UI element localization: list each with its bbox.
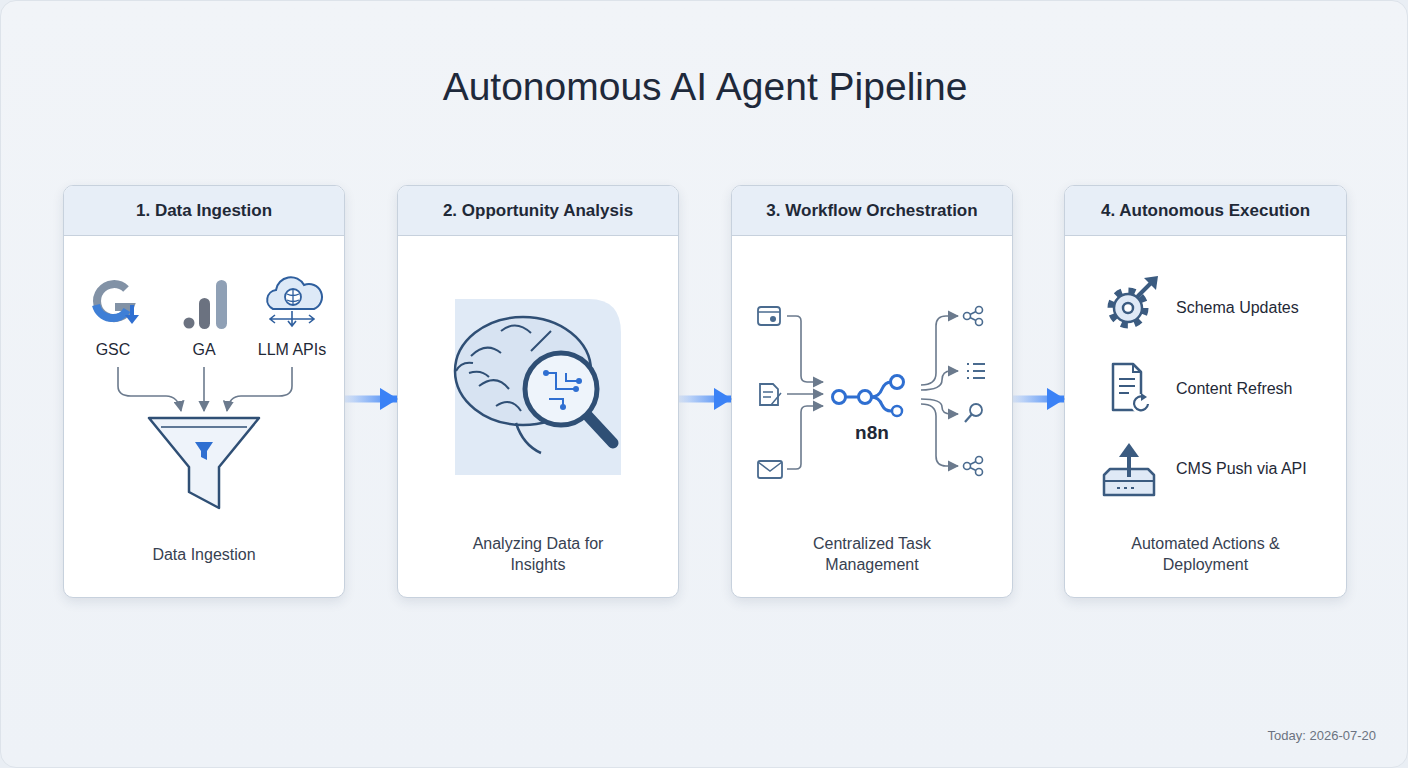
diagram-title: Autonomous AI Agent Pipeline: [1, 63, 1408, 111]
stage-caption: Centralized Task Management: [777, 530, 967, 578]
action-label: Content Refresh: [1176, 379, 1293, 399]
flow-arrow: [345, 395, 397, 402]
tool-label: n8n: [722, 423, 1022, 443]
stage-heading: 2. Opportunity Analysis: [398, 186, 678, 236]
source-label: LLM APIs: [142, 340, 442, 360]
stage-heading: 1. Data Ingestion: [64, 186, 344, 236]
action-label: Schema Updates: [1176, 298, 1299, 318]
stage-caption: Data Ingestion: [109, 530, 299, 578]
date-note: Today: 2026-07-20: [1076, 726, 1376, 746]
source-label: GSC: [0, 340, 263, 360]
action-label: CMS Push via API: [1176, 459, 1307, 479]
flow-arrow: [1013, 395, 1064, 402]
stage-caption: Automated Actions & Deployment: [1111, 530, 1301, 578]
stage-card: 2. Opportunity AnalysisAnalyzing Data fo…: [397, 185, 679, 598]
stage-heading: 3. Workflow Orchestration: [732, 186, 1012, 236]
stage-caption: Analyzing Data for Insights: [443, 530, 633, 578]
stage-heading: 4. Autonomous Execution: [1065, 186, 1346, 236]
stage-card: 3. Workflow OrchestrationCentralized Tas…: [731, 185, 1013, 598]
stage-card: 1. Data IngestionData Ingestion: [63, 185, 345, 598]
flow-arrow: [679, 395, 731, 402]
